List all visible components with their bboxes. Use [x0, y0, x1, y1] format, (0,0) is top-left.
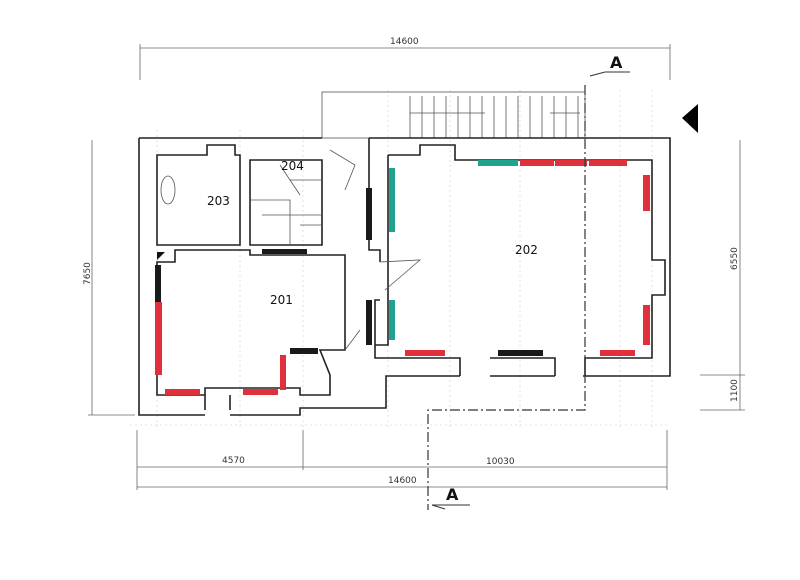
dim-bottom-total: 14600 [388, 476, 417, 486]
dim-top-total: 14600 [390, 37, 419, 47]
exterior-stair [321, 91, 586, 139]
walls [138, 137, 671, 416]
window-marks [155, 160, 650, 395]
dimension-lines [88, 44, 745, 490]
dim-bottom-left: 4570 [222, 456, 245, 466]
dim-right-offset: 1100 [730, 379, 740, 402]
room-202-label: 202 [515, 243, 538, 257]
entrance-arrow-icon [682, 104, 698, 133]
room-204-label: 204 [281, 159, 304, 173]
room-203-label: 203 [207, 194, 230, 208]
section-label-bottom: A [446, 485, 459, 504]
section-label-top: A [610, 53, 623, 72]
room-201-label: 201 [270, 293, 293, 307]
construction-grid [130, 90, 670, 430]
dim-left-total: 7650 [83, 262, 93, 285]
dim-right-main: 6550 [730, 247, 740, 270]
section-line-a [427, 71, 630, 510]
dim-bottom-right: 10030 [486, 457, 515, 467]
